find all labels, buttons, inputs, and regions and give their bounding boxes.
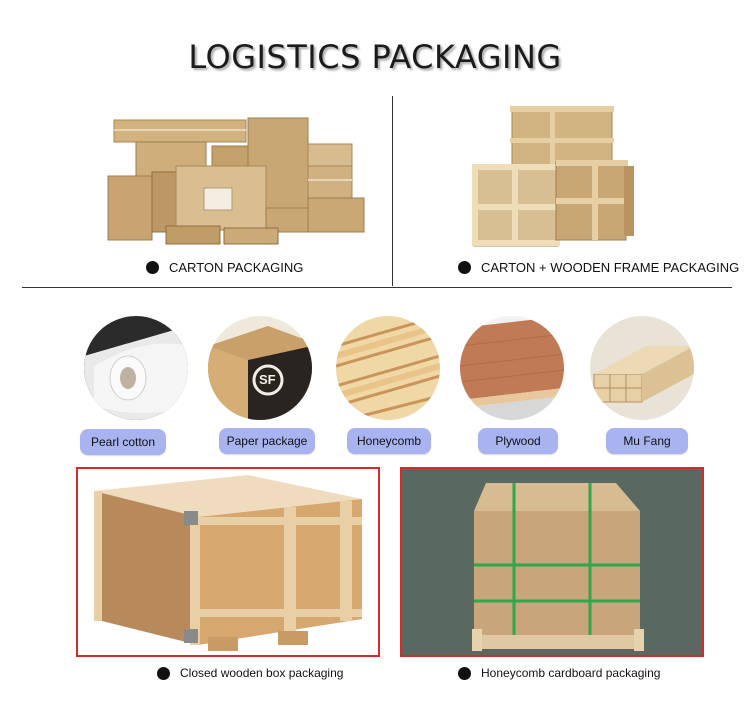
plywood-sheet-icon bbox=[460, 316, 564, 420]
honeycomb-label: Honeycomb bbox=[347, 428, 431, 454]
bullet-icon bbox=[458, 666, 471, 680]
wood-beams-icon bbox=[590, 316, 694, 420]
mu-fang-label: Mu Fang bbox=[606, 428, 688, 454]
carton-packaging-photo bbox=[107, 117, 365, 245]
closed-wooden-box-frame bbox=[76, 467, 380, 657]
honeycomb-cardboard-photo bbox=[402, 469, 702, 655]
plywood-label: Plywood bbox=[478, 428, 558, 454]
sf-box-icon bbox=[208, 316, 312, 420]
closed-wooden-box-label: Closed wooden box packaging bbox=[180, 666, 344, 680]
bullet-icon bbox=[458, 261, 471, 274]
honeycomb-cardboard-caption: Honeycomb cardboard packaging bbox=[458, 666, 660, 680]
carton-packaging-label: CARTON PACKAGING bbox=[169, 260, 304, 275]
closed-wooden-box-caption: Closed wooden box packaging bbox=[157, 666, 343, 680]
paper-package-label: Paper package bbox=[219, 428, 315, 454]
plywood-image bbox=[460, 316, 564, 420]
honeycomb-board-icon bbox=[336, 316, 440, 420]
closed-wooden-box-photo bbox=[78, 469, 378, 655]
honeycomb-cardboard-frame bbox=[400, 467, 704, 657]
vertical-divider bbox=[392, 96, 393, 286]
pearl-cotton-label: Pearl cotton bbox=[80, 429, 166, 455]
pearl-cotton-roll-icon bbox=[84, 316, 188, 420]
pearl-cotton-image bbox=[84, 316, 188, 420]
carton-wooden-frame-photo bbox=[472, 106, 634, 247]
honeycomb-cardboard-label: Honeycomb cardboard packaging bbox=[481, 666, 661, 680]
carton-packaging-caption: CARTON PACKAGING bbox=[146, 260, 303, 275]
carton-wooden-frame-caption: CARTON + WOODEN FRAME PACKAGING bbox=[458, 260, 739, 275]
honeycomb-image bbox=[336, 316, 440, 420]
bullet-icon bbox=[146, 261, 159, 274]
carton-wooden-frame-label: CARTON + WOODEN FRAME PACKAGING bbox=[481, 260, 740, 275]
page-title: LOGISTICS PACKAGING bbox=[188, 38, 562, 76]
mu-fang-image bbox=[590, 316, 694, 420]
bullet-icon bbox=[157, 666, 170, 680]
paper-package-image: SF bbox=[208, 316, 312, 420]
horizontal-divider bbox=[22, 287, 732, 288]
sf-logo-text: SF bbox=[259, 372, 276, 387]
